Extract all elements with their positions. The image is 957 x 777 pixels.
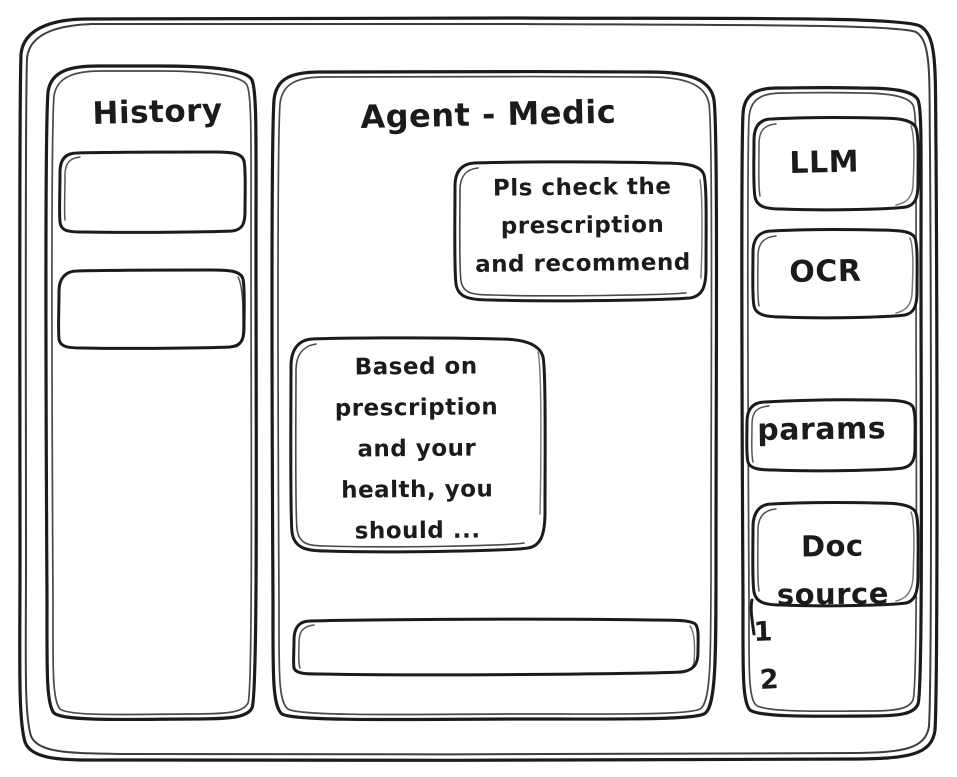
doc-source-item-2[interactable]: 2 <box>759 663 780 696</box>
window-frame-outline <box>18 16 939 763</box>
page-title: Agent - Medic <box>360 92 617 136</box>
tool-ocr-outline[interactable] <box>751 228 919 320</box>
tool-llm-label: LLM <box>789 144 860 181</box>
history-item-1-outline[interactable] <box>58 150 247 234</box>
tool-llm-outline[interactable] <box>752 116 920 212</box>
agent-message-text: Based on prescription and your health, y… <box>334 353 499 545</box>
user-message-text: Pls check the prescription and recommend <box>475 173 691 278</box>
doc-source-label: Doc source <box>776 528 890 612</box>
history-item-2-outline[interactable] <box>57 268 246 350</box>
tool-ocr-label: OCR <box>789 253 862 290</box>
doc-source-item-1[interactable]: 1 <box>753 616 774 648</box>
user-message-bubble-outline <box>453 160 708 303</box>
sidebar-left-title: History <box>92 92 224 132</box>
params-button-label: params <box>757 411 887 448</box>
doc-source-card-outline[interactable] <box>749 501 920 636</box>
composer-input-outline[interactable] <box>292 617 700 677</box>
agent-message-bubble-outline <box>289 336 547 554</box>
params-button-outline[interactable] <box>745 398 917 473</box>
